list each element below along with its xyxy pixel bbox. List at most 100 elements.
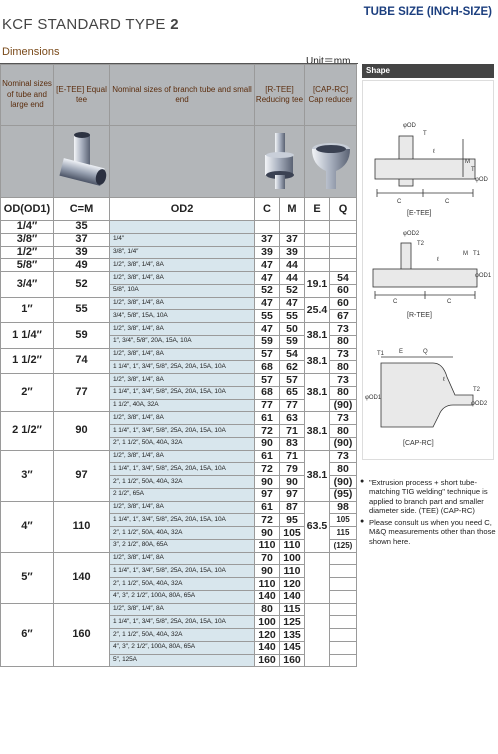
od-cell: 1 1/2″	[0, 347, 54, 374]
unit-label: Unit＝mm	[306, 56, 351, 67]
q-cell: 80	[329, 385, 357, 400]
rtee-diagram	[372, 242, 478, 299]
col-q: Q	[329, 197, 357, 221]
c-cell: 52	[254, 283, 280, 298]
c-cell: 61	[254, 449, 280, 464]
rtee-m-label: M	[463, 251, 468, 257]
rtee-t2-label: T2	[417, 241, 425, 247]
tube-size-label: TUBE SIZE (INCH-SIZE)	[363, 6, 492, 18]
od2-cell: 1″, 3/4″, 5/8″, 20A, 15A, 10A	[109, 334, 255, 349]
m-cell: 44	[279, 258, 305, 272]
c-cell: 57	[254, 347, 280, 362]
q-cell: 60	[329, 296, 357, 311]
m-cell: 90	[279, 475, 305, 489]
q-cell	[329, 577, 357, 591]
m-cell: 52	[279, 283, 305, 298]
m-cell: 55	[279, 309, 305, 323]
od2-cell: 2″, 1 1/2″, 50A, 40A, 32A	[109, 436, 255, 451]
q-cell: 73	[329, 347, 357, 362]
od2-cell: 4″, 3″, 2 1/2″, 100A, 80A, 65A	[109, 640, 255, 655]
photo-blank	[0, 125, 54, 198]
q-cell: 80	[329, 334, 357, 349]
c-cell: 70	[254, 551, 280, 566]
caprc-t2-label: T2	[473, 387, 481, 393]
q-cell: 105	[329, 513, 357, 527]
caprc-l-label: ℓ	[443, 376, 445, 383]
m-cell: 100	[279, 551, 305, 566]
c-cell: 47	[254, 296, 280, 311]
od-cell: 4″	[0, 500, 54, 553]
od2-cell: 2 1/2″, 65A	[109, 487, 255, 502]
m-cell	[279, 220, 305, 234]
c-cell: 72	[254, 513, 280, 527]
c-cell: 68	[254, 385, 280, 400]
od2-cell: 4″, 3″, 2 1/2″, 100A, 80A, 65A	[109, 589, 255, 604]
m-cell: 110	[279, 564, 305, 578]
e-cell	[304, 258, 330, 272]
c-cell: 140	[254, 640, 280, 655]
caprc-e-label: E	[399, 349, 403, 355]
q-cell: (95)	[329, 487, 357, 502]
q-cell: 73	[329, 449, 357, 464]
q-cell: 80	[329, 424, 357, 438]
q-cell	[329, 628, 357, 642]
note-item: "Extrusion process + short tube-matching…	[360, 478, 496, 516]
e-cell: 25.4	[304, 296, 330, 323]
q-cell	[329, 220, 357, 234]
etee-c2-label: C	[445, 199, 450, 205]
od-cell: 6″	[0, 602, 54, 668]
od-cell: 3/4″	[0, 271, 54, 298]
e-cell: 38.1	[304, 322, 330, 349]
m-cell: 83	[279, 436, 305, 451]
e-cell: 63.5	[304, 500, 330, 553]
e-cell: 38.1	[304, 411, 330, 451]
etee-m-label: M	[465, 159, 470, 165]
c-cell: 61	[254, 411, 280, 425]
q-cell	[329, 258, 357, 272]
cm-cell: 77	[53, 372, 110, 413]
m-cell: 59	[279, 334, 305, 349]
table-row: 1 1/4″, 1″, 3/4″, 5/8″, 25A, 20A, 15A, 1…	[1, 360, 357, 374]
m-cell: 50	[279, 322, 305, 336]
caprc-title: [CAP-RC]	[403, 440, 434, 447]
cm-cell: 140	[53, 551, 110, 604]
title-text: KCF STANDARD TYPE	[2, 16, 171, 33]
e-cell	[304, 232, 330, 247]
m-cell: 95	[279, 513, 305, 527]
c-cell: 59	[254, 334, 280, 349]
m-cell: 62	[279, 360, 305, 374]
od2-cell: 3″, 2 1/2″, 80A, 65A	[109, 538, 255, 553]
od-cell: 3″	[0, 449, 54, 502]
od2-cell: 1 1/4″, 1″, 3/4″, 5/8″, 25A, 20A, 15A, 1…	[109, 564, 255, 578]
c-cell: 110	[254, 538, 280, 553]
m-cell: 47	[279, 296, 305, 311]
e-cell	[304, 245, 330, 260]
c-cell: 140	[254, 589, 280, 604]
od2-cell: 1 1/4″, 1″, 3/4″, 5/8″, 25A, 20A, 15A, 1…	[109, 462, 255, 476]
od-cell: 5″	[0, 551, 54, 604]
etee-l-label: ℓ	[433, 148, 435, 155]
cm-cell: 39	[53, 245, 110, 260]
m-cell: 140	[279, 589, 305, 604]
c-cell: 90	[254, 564, 280, 578]
e-cell: 38.1	[304, 449, 330, 502]
od2-cell: 1/2″, 3/8″, 1/4″, 8A	[109, 322, 255, 336]
od-cell: 2 1/2″	[0, 411, 54, 451]
m-cell: 39	[279, 245, 305, 260]
od2-cell	[109, 220, 255, 234]
note-item: Please consult us when you need C, M&Q m…	[360, 518, 496, 546]
q-cell: 115	[329, 526, 357, 540]
etee-diagram	[374, 135, 476, 197]
col-etee: [E-TEE] Equal tee	[53, 64, 110, 126]
q-cell	[329, 564, 357, 578]
rtee-od2-label: φOD2	[403, 231, 420, 237]
etee-c1-label: C	[397, 199, 402, 205]
m-cell: 44	[279, 271, 305, 285]
